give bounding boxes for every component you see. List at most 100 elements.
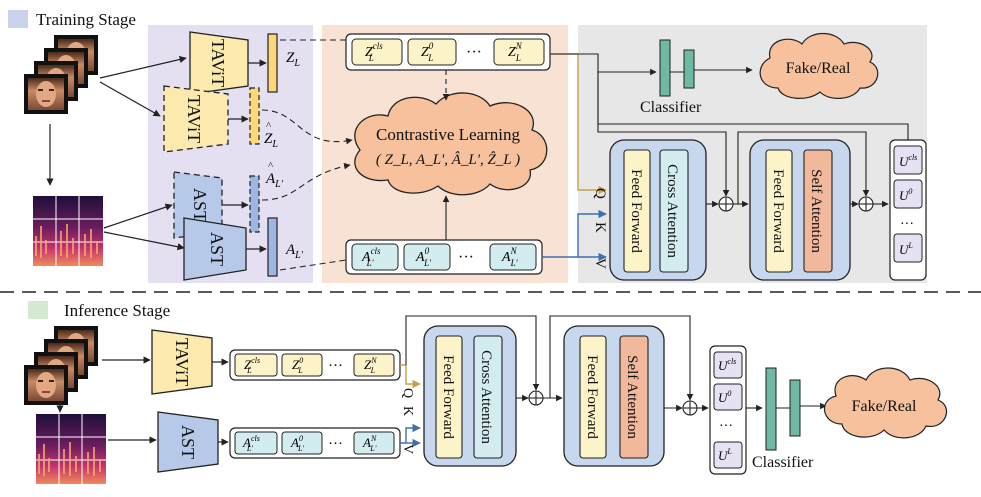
svg-text:ZNL: ZNL bbox=[508, 41, 523, 63]
svg-text:···: ··· bbox=[900, 217, 914, 232]
svg-text:Fake/Real: Fake/Real bbox=[852, 398, 917, 415]
q-label: Q bbox=[592, 188, 608, 199]
svg-text:ANL': ANL' bbox=[501, 246, 519, 268]
svg-text:Fake/Real: Fake/Real bbox=[786, 60, 851, 77]
inference-v-label: V bbox=[400, 444, 415, 454]
svg-text:UL: UL bbox=[718, 447, 732, 463]
svg-text:···: ··· bbox=[719, 419, 733, 434]
contrastive-learning-cloud: Contrastive Learning ( Z_L, A_L', Â_L', … bbox=[354, 92, 548, 196]
inference-residual-add-1 bbox=[528, 390, 544, 406]
inference-k-label: K bbox=[400, 406, 415, 416]
svg-text:Z0L: Z0L bbox=[421, 41, 434, 63]
inference-tavit-encoder: TAViT bbox=[151, 329, 213, 395]
self-attention-module: Feed Forward Self Attention bbox=[749, 139, 851, 281]
audio-token-ellipsis: ··· bbox=[458, 249, 474, 266]
svg-text:Feed Forward: Feed Forward bbox=[440, 355, 456, 439]
video-token-ellipsis: ··· bbox=[466, 44, 482, 61]
svg-text:AST: AST bbox=[207, 232, 227, 266]
svg-text:Ucls: Ucls bbox=[718, 357, 736, 373]
svg-text:Self Attention: Self Attention bbox=[808, 169, 824, 253]
inference-spectrogram-icon bbox=[35, 413, 107, 485]
svg-text:Feed Forward: Feed Forward bbox=[584, 355, 600, 439]
svg-text:^: ^ bbox=[268, 160, 274, 172]
training-stage: Training Stage TAViT TAViT bbox=[8, 10, 927, 283]
svg-text:Cross Attention: Cross Attention bbox=[664, 164, 680, 258]
spectrogram-icon bbox=[32, 195, 104, 267]
inference-legend-swatch bbox=[28, 301, 48, 319]
svg-text:^: ^ bbox=[266, 120, 272, 132]
svg-text:Feed Forward: Feed Forward bbox=[770, 169, 786, 253]
training-legend-swatch bbox=[8, 10, 28, 28]
svg-text:UL: UL bbox=[899, 241, 913, 257]
residual-add-1 bbox=[718, 196, 734, 212]
svg-text:Z0L: Z0L bbox=[292, 356, 303, 375]
inference-residual-add-2 bbox=[682, 400, 698, 416]
z-hat-label: ZL bbox=[264, 131, 278, 150]
inference-output-token-column: Ucls U0 ··· UL bbox=[709, 345, 747, 475]
k-label: K bbox=[592, 222, 608, 233]
inference-stage-label: Inference Stage bbox=[64, 301, 170, 320]
inference-classifier-block bbox=[765, 367, 801, 451]
z-label: ZL bbox=[286, 50, 300, 69]
v-label: V bbox=[592, 258, 608, 269]
contrastive-title: Contrastive Learning bbox=[376, 125, 520, 144]
cross-attention-module: Feed Forward Cross Attention bbox=[609, 139, 707, 281]
svg-text:AST: AST bbox=[178, 425, 198, 459]
a-label: AL' bbox=[285, 242, 304, 261]
inference-cross-attention-module: Feed Forward Cross Attention bbox=[423, 325, 517, 467]
inference-ast-encoder: AST bbox=[157, 411, 219, 473]
svg-text:Feed Forward: Feed Forward bbox=[628, 169, 644, 253]
inference-audio-ellipsis: ··· bbox=[328, 436, 343, 452]
inference-classifier-label: Classifier bbox=[752, 454, 814, 471]
contrastive-formula: ( Z_L, A_L', Â_L', Ẑ_L ) bbox=[376, 151, 520, 168]
svg-text:U0: U0 bbox=[718, 389, 731, 405]
training-stage-label: Training Stage bbox=[36, 10, 136, 29]
tavit-encoder: TAViT bbox=[189, 31, 249, 95]
svg-text:Self Attention: Self Attention bbox=[624, 355, 640, 439]
svg-text:Cross Attention: Cross Attention bbox=[478, 350, 494, 444]
classifier-label: Classifier bbox=[640, 99, 702, 116]
svg-text:ANL': ANL' bbox=[362, 434, 377, 453]
svg-text:ZNL: ZNL bbox=[364, 356, 377, 375]
tavit-masked-encoder: TAViT bbox=[163, 85, 229, 153]
ast-encoder: AST bbox=[183, 217, 247, 281]
svg-text:TAViT: TAViT bbox=[184, 95, 204, 143]
inference-video-frames-icon bbox=[24, 326, 98, 405]
output-token-column: Ucls U0 ··· UL bbox=[889, 139, 927, 281]
fake-real-output: Fake/Real bbox=[759, 32, 879, 99]
inference-self-attention-module: Feed Forward Self Attention bbox=[563, 325, 665, 467]
svg-text:A0L': A0L' bbox=[415, 246, 432, 268]
video-frames-icon bbox=[24, 35, 98, 114]
svg-text:Ucls: Ucls bbox=[899, 153, 917, 169]
svg-text:U0: U0 bbox=[899, 187, 912, 203]
inference-fake-real-output: Fake/Real bbox=[824, 367, 948, 439]
svg-text:AST: AST bbox=[190, 188, 210, 222]
inference-q-label: Q bbox=[400, 388, 415, 398]
a-feature-bar bbox=[267, 217, 278, 277]
classifier-block bbox=[659, 39, 695, 97]
a-hat-label: AL' bbox=[265, 171, 284, 190]
svg-text:TAViT: TAViT bbox=[208, 39, 228, 87]
z-hat-feature-bar bbox=[249, 87, 260, 145]
svg-text:A0L': A0L' bbox=[290, 434, 304, 453]
a-hat-feature-bar bbox=[249, 175, 260, 233]
z-feature-bar bbox=[267, 33, 278, 93]
